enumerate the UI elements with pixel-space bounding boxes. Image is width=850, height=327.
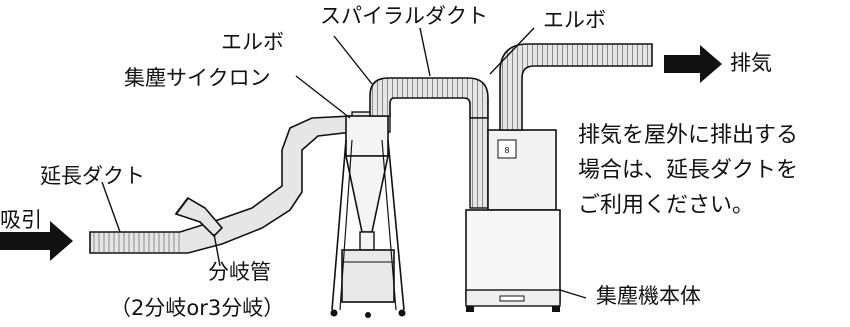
label-collector-body: 集塵機本体 bbox=[596, 284, 701, 308]
label-branch-pipe: 分岐管 bbox=[208, 260, 271, 284]
exhaust-note-line-2: 場合は、延長ダクトを bbox=[578, 158, 799, 183]
svg-text:8: 8 bbox=[504, 146, 509, 155]
exhaust-note: 排気を屋外に排出する 場合は、延長ダクトを ご利用ください。 bbox=[578, 118, 798, 223]
spiral-duct bbox=[369, 77, 489, 209]
label-elbow-left: エルボ bbox=[221, 30, 284, 54]
label-elbow-right: エルボ bbox=[543, 8, 606, 32]
exhaust-note-line-3: ご利用ください。 bbox=[578, 193, 755, 218]
collector-body: 8 bbox=[465, 129, 561, 312]
label-exhaust: 排気 bbox=[730, 51, 772, 75]
branch-pipe bbox=[174, 196, 224, 238]
exhaust-note-line-1: 排気を屋外に排出する bbox=[578, 123, 799, 148]
label-cyclone: 集塵サイクロン bbox=[124, 66, 271, 90]
label-branch-options: （2分岐or3分岐） bbox=[110, 296, 285, 320]
label-extension-duct: 延長ダクト bbox=[40, 164, 145, 188]
dust-cyclone bbox=[330, 111, 406, 318]
intake-arrow bbox=[0, 221, 73, 261]
leader-lines bbox=[101, 27, 587, 299]
exhaust-arrow bbox=[664, 45, 722, 83]
label-intake: 吸引 bbox=[0, 208, 42, 232]
exhaust-elbow bbox=[499, 43, 653, 131]
extension-duct-ribs bbox=[93, 233, 180, 252]
label-spiral-duct: スパイラルダクト bbox=[320, 4, 488, 28]
